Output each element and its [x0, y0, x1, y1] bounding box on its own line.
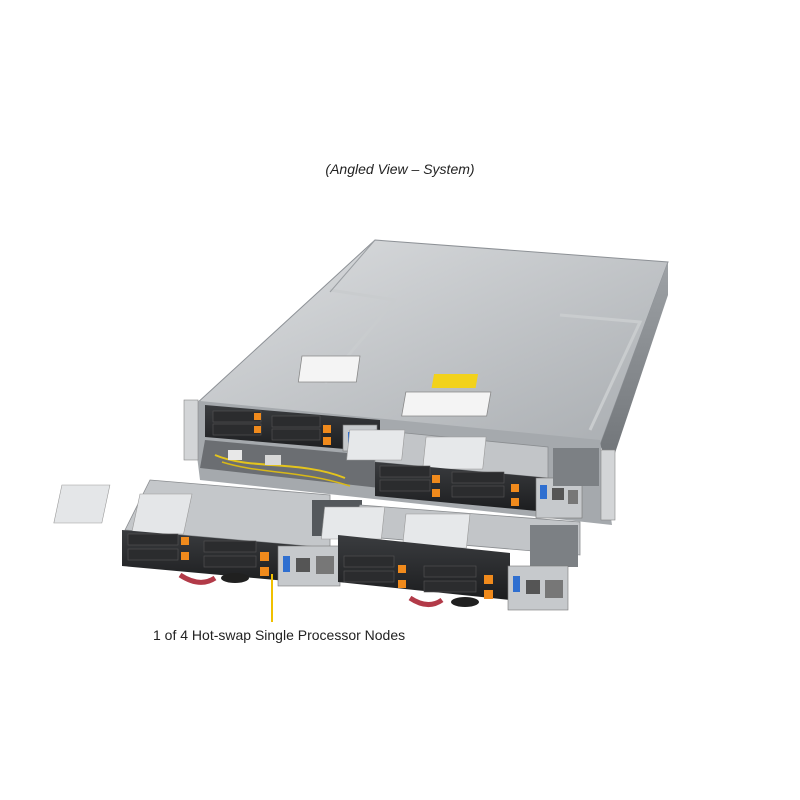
node-upper-right — [346, 429, 599, 519]
top-label-2 — [401, 391, 492, 417]
node-lower-right — [321, 504, 581, 611]
rack-ear-left — [183, 399, 199, 461]
node-lower-left — [53, 479, 362, 587]
callout-line — [271, 574, 273, 622]
top-label-1 — [297, 355, 361, 383]
callout-label: 1 of 4 Hot-swap Single Processor Nodes — [153, 627, 406, 643]
rack-ear-right — [600, 449, 616, 521]
chassis-right-side — [600, 262, 668, 468]
view-caption: (Angled View – System) — [325, 161, 475, 177]
